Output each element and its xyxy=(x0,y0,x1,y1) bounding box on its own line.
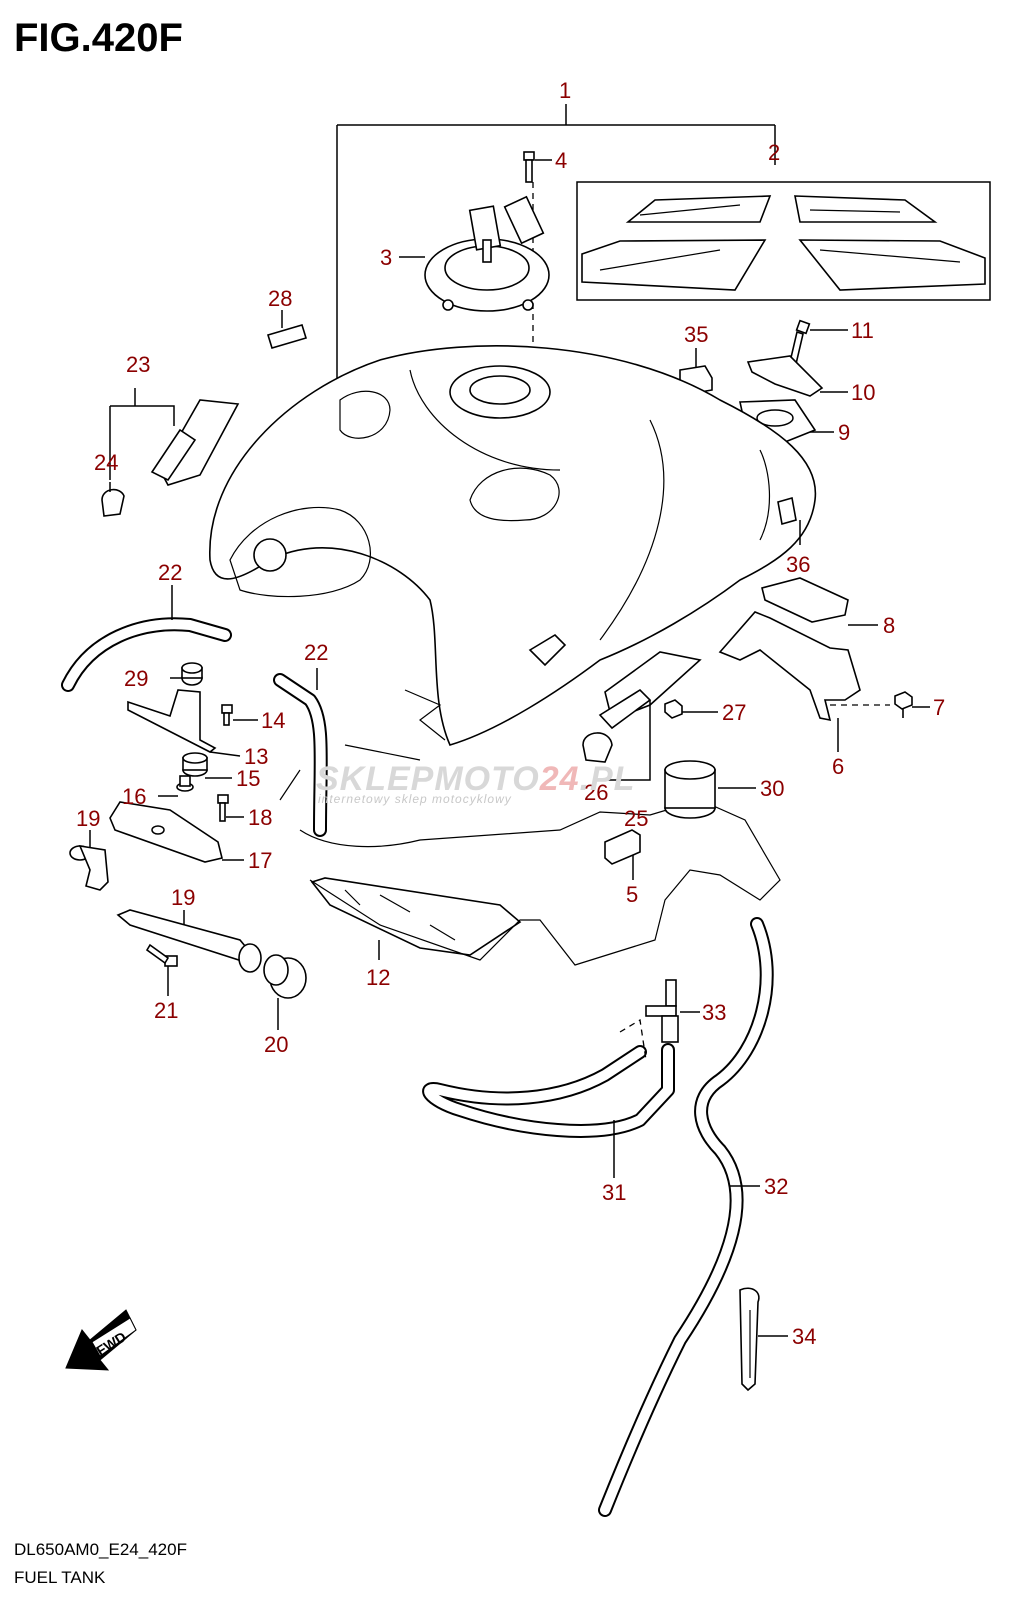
label-part-31: 31 xyxy=(602,1180,626,1205)
label-part-28: 28 xyxy=(268,286,292,311)
label-part-24: 24 xyxy=(94,450,118,475)
label-part-8: 8 xyxy=(883,613,895,638)
label-part-18: 18 xyxy=(248,805,272,830)
label-part-22b: 22 xyxy=(304,640,328,665)
label-part-4: 4 xyxy=(555,148,567,173)
label-part-15: 15 xyxy=(236,766,260,791)
label-part-16: 16 xyxy=(122,784,146,809)
assembly-bracket xyxy=(336,104,991,380)
label-part-27: 27 xyxy=(722,700,746,725)
label-part-32: 32 xyxy=(764,1174,788,1199)
label-part-35: 35 xyxy=(684,322,708,347)
fuel-tank-body xyxy=(209,345,817,746)
part-number-labels: 1 2 3 4 5 6 7 8 9 10 11 12 13 14 15 16 1… xyxy=(76,78,945,1349)
bracket-13 xyxy=(127,689,217,753)
latch-23 xyxy=(150,399,240,486)
label-part-3: 3 xyxy=(380,245,392,270)
label-part-10: 10 xyxy=(851,380,875,405)
clip-34 xyxy=(739,1287,760,1392)
cap-26 xyxy=(582,732,613,763)
drain-pipe-19 xyxy=(116,909,262,973)
label-part-2: 2 xyxy=(768,140,780,165)
pad-5 xyxy=(604,829,641,865)
tank-decal-set xyxy=(581,195,986,291)
label-part-30: 30 xyxy=(760,776,784,801)
label-part-34: 34 xyxy=(792,1324,816,1349)
label-part-25: 25 xyxy=(624,806,648,831)
grommet-20 xyxy=(263,954,307,999)
bracket-6 xyxy=(718,611,890,722)
watermark-domain: .PL xyxy=(579,760,636,798)
pad-36 xyxy=(777,496,797,526)
bracket-17 xyxy=(109,801,223,863)
diagram-name: FUEL TANK xyxy=(14,1568,106,1587)
figure-title: FIG.420F xyxy=(14,16,183,60)
label-part-19a: 19 xyxy=(76,806,100,831)
seal-12 xyxy=(310,877,522,956)
screw-14 xyxy=(221,704,233,726)
watermark-tagline: internetowy sklep motocyklowy xyxy=(318,792,512,806)
diagram-code: DL650AM0_E24_420F xyxy=(14,1540,187,1559)
label-part-12: 12 xyxy=(366,965,390,990)
watermark-number: 24 xyxy=(539,760,580,798)
fuel-cap-assembly xyxy=(424,195,550,312)
grommet-29 xyxy=(181,662,203,686)
label-part-21: 21 xyxy=(154,998,178,1023)
label-part-5: 5 xyxy=(626,882,638,907)
label-part-36: 36 xyxy=(786,552,810,577)
label-part-1: 1 xyxy=(559,78,571,103)
clamp-19 xyxy=(69,844,109,891)
tank-outline-lower xyxy=(279,689,781,966)
t-fitting-33 xyxy=(619,979,679,1061)
label-part-6: 6 xyxy=(832,754,844,779)
sleeve-30 xyxy=(664,760,716,819)
label-part-14: 14 xyxy=(261,708,285,733)
label-part-20: 20 xyxy=(264,1032,288,1057)
bolt-21 xyxy=(145,943,178,967)
bolt-11 xyxy=(789,319,811,366)
watermark: SKLEPMOTO24.PL xyxy=(316,760,635,799)
collar-16 xyxy=(176,775,194,792)
plate-10 xyxy=(746,355,824,397)
small-pad xyxy=(266,324,308,349)
label-part-26: 26 xyxy=(584,780,608,805)
cap-24 xyxy=(101,488,125,517)
label-part-33: 33 xyxy=(702,1000,726,1025)
label-part-19b: 19 xyxy=(171,885,195,910)
grommet-15 xyxy=(182,752,208,777)
label-part-7: 7 xyxy=(933,695,945,720)
screw-18 xyxy=(217,794,229,822)
label-part-22a: 22 xyxy=(158,560,182,585)
bolt-27 xyxy=(664,699,683,719)
watermark-brand: SKLEPMOTO xyxy=(316,760,540,798)
bolt-7 xyxy=(894,691,913,718)
callouts xyxy=(89,159,930,1337)
label-part-17: 17 xyxy=(248,848,272,873)
label-part-23: 23 xyxy=(126,352,150,377)
fwd-arrow: FWD xyxy=(65,1309,137,1371)
label-part-13: 13 xyxy=(244,744,268,769)
cushion-8 xyxy=(761,577,849,623)
label-part-29: 29 xyxy=(124,666,148,691)
label-part-11: 11 xyxy=(851,318,874,343)
label-part-9: 9 xyxy=(838,420,850,445)
